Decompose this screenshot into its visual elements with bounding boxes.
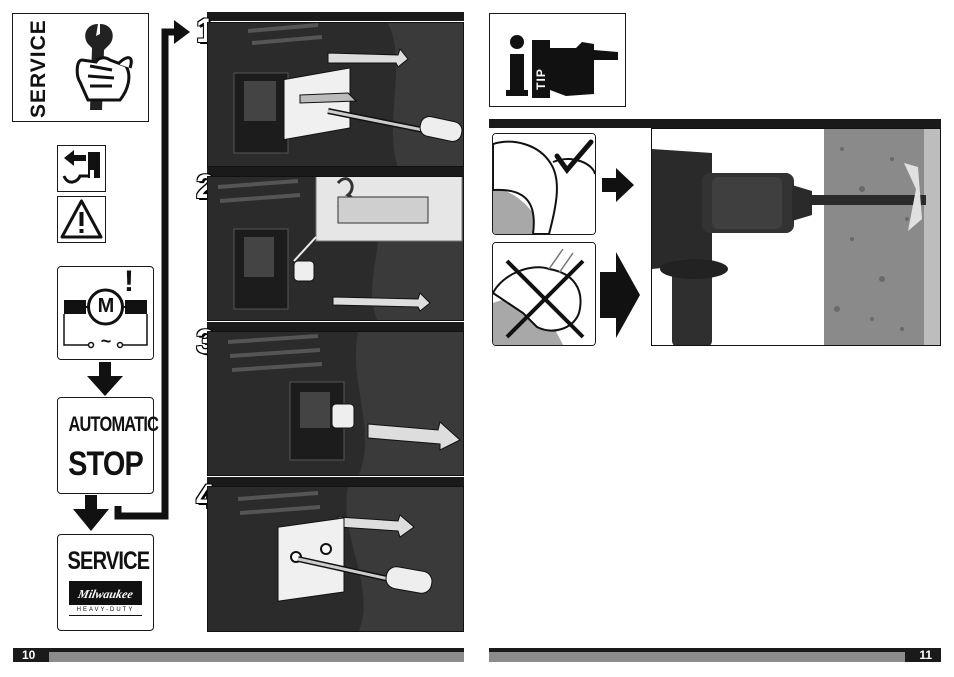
service-badge-label: SERVICE xyxy=(27,19,50,118)
motor-exclaim: ! xyxy=(124,265,134,298)
right-page-footer: 11 xyxy=(489,648,941,662)
milwaukee-logo: Milwaukee HEAVY-DUTY xyxy=(69,581,142,616)
arrow-right-large-icon xyxy=(600,252,640,338)
step-4-bar xyxy=(207,477,464,486)
step-3-photo xyxy=(207,331,464,476)
service-label: SERVICE xyxy=(67,547,151,575)
wrong-grip-panel xyxy=(492,242,596,346)
step-4-photo xyxy=(207,486,464,632)
automatic-label: AUTOMATIC xyxy=(68,413,159,436)
service-badge: SERVICE xyxy=(12,13,149,122)
motor-protection-box: M ! ~ xyxy=(57,265,154,360)
stop-label: STOP xyxy=(68,445,144,483)
left-page-footer: 10 xyxy=(13,648,464,662)
wrench-hand-icon xyxy=(75,24,133,110)
tip-label: TIP xyxy=(534,68,548,90)
step-2-bar xyxy=(207,167,464,176)
arrow-down-icon xyxy=(73,495,109,531)
page-number-right: 11 xyxy=(919,648,932,662)
unplug-icon xyxy=(57,145,106,192)
arrow-right-icon xyxy=(602,168,634,202)
step-1-photo xyxy=(207,22,464,167)
correct-grip-panel xyxy=(492,133,596,235)
right-section-bar xyxy=(489,119,941,128)
step-2-photo xyxy=(207,176,464,321)
service-box: SERVICE Milwaukee HEAVY-DUTY xyxy=(57,534,154,631)
tip-badge: TIP xyxy=(489,13,626,107)
page-number-left: 10 xyxy=(22,648,36,662)
step-3-bar xyxy=(207,322,464,331)
warning-icon xyxy=(57,196,106,243)
motor-icon xyxy=(63,288,148,349)
ac-symbol: ~ xyxy=(100,331,112,351)
arrow-down-icon xyxy=(87,362,123,396)
drill-photo xyxy=(651,128,941,346)
motor-label: M xyxy=(97,295,115,317)
step-1-bar xyxy=(207,12,464,21)
tip-icon xyxy=(506,35,618,98)
flow-connector xyxy=(114,20,190,520)
automatic-stop-box: AUTOMATIC STOP xyxy=(57,397,159,494)
